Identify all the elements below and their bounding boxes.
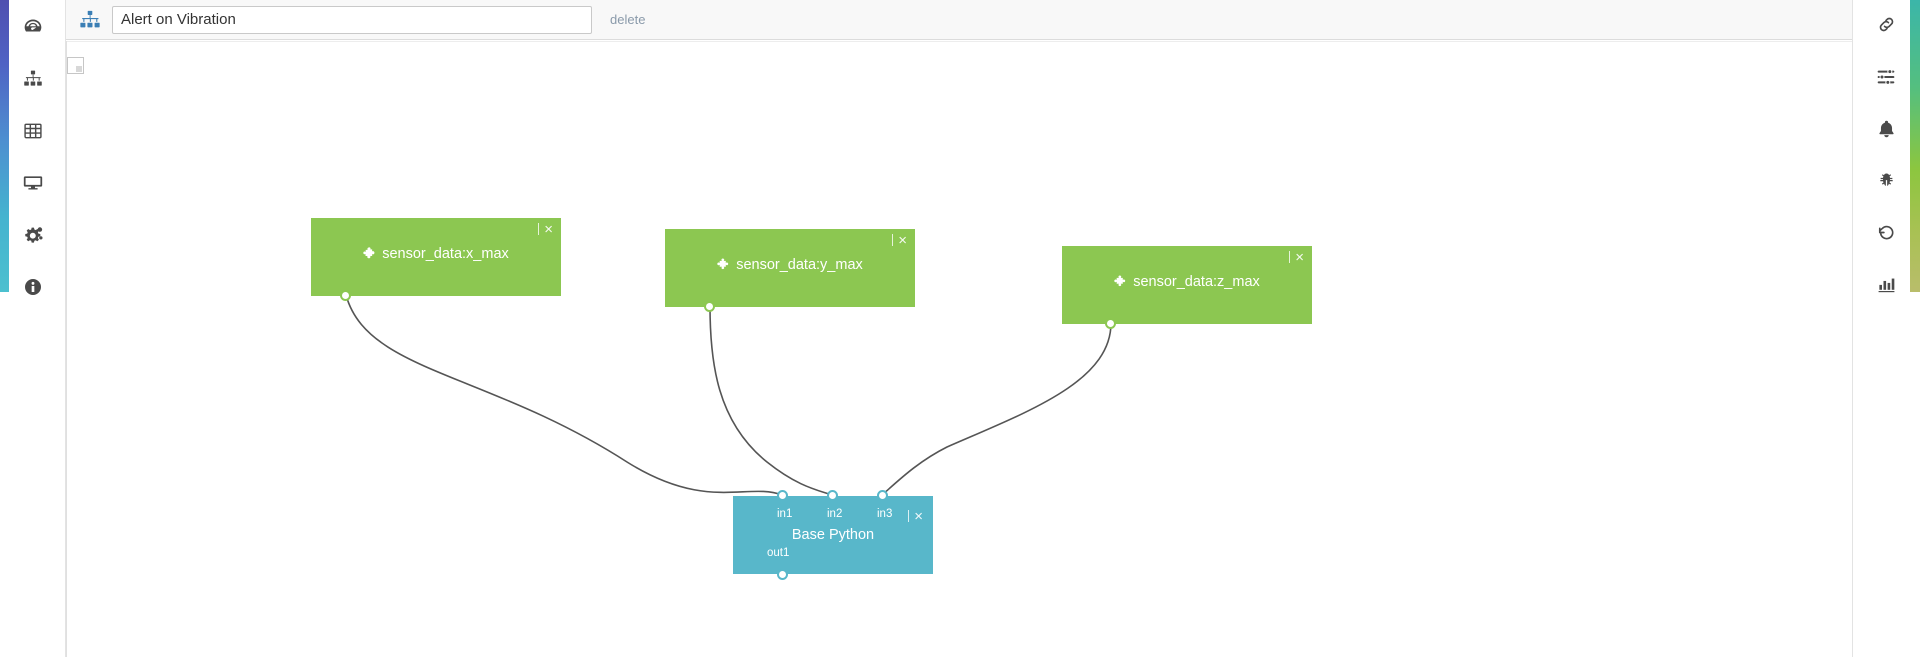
tool-item-connections[interactable] [1867, 8, 1905, 46]
tool-item-history[interactable] [1867, 216, 1905, 254]
flow-node-label: sensor_data:z_max [1133, 274, 1260, 290]
bell-alert-icon [1877, 119, 1896, 143]
flow-node-title: sensor_data:z_max [1062, 274, 1312, 292]
port-output-out1[interactable] [777, 569, 788, 580]
monitor-display-icon [23, 173, 43, 193]
port-output-x-max[interactable] [340, 290, 351, 301]
delete-flow-link[interactable]: delete [610, 12, 646, 27]
left-gradient-accent [0, 0, 9, 292]
port-label-in1: in1 [777, 508, 793, 520]
right-tool-rail [1852, 0, 1920, 657]
flow-node-sensor-z-max[interactable]: × sensor_data:z_max [1062, 246, 1312, 324]
canvas-top-divider [66, 41, 1852, 42]
port-input-in1[interactable] [777, 490, 788, 501]
port-input-in2[interactable] [827, 490, 838, 501]
sidebar-item-dashboard[interactable] [14, 8, 52, 46]
puzzle-piece-icon [363, 246, 377, 264]
edge-layer [345, 294, 1112, 496]
close-icon[interactable]: × [892, 233, 908, 248]
tool-item-debug[interactable] [1867, 164, 1905, 202]
close-icon[interactable]: × [538, 222, 554, 237]
sidebar-item-info[interactable] [14, 268, 52, 306]
flow-node-title: sensor_data:x_max [311, 246, 561, 264]
port-label-in3: in3 [877, 508, 893, 520]
edge-x-to-in1 [345, 294, 783, 496]
right-gradient-accent [1910, 0, 1920, 292]
left-navigation-rail [0, 0, 66, 657]
history-undo-icon [1877, 223, 1896, 247]
edge-y-to-in2 [709, 305, 833, 496]
table-grid-icon [23, 121, 43, 141]
sidebar-item-flows[interactable] [14, 60, 52, 98]
flow-canvas[interactable]: × sensor_data:x_max × [67, 42, 1852, 657]
flow-node-title: sensor_data:y_max [665, 257, 915, 275]
canvas-resize-handle[interactable] [67, 57, 84, 74]
flow-node-base-python[interactable]: × in1 in2 in3 Base Python out1 [733, 496, 933, 574]
tool-item-alerts[interactable] [1867, 112, 1905, 150]
puzzle-piece-icon [1114, 274, 1128, 292]
sliders-list-icon [1876, 67, 1896, 92]
sitemap-icon [23, 69, 43, 89]
sidebar-item-settings[interactable] [14, 216, 52, 254]
port-label-out1: out1 [767, 547, 790, 559]
port-label-in2: in2 [827, 508, 843, 520]
flow-node-label: Base Python [791, 527, 875, 543]
canvas-left-border [66, 41, 67, 657]
puzzle-piece-icon [717, 257, 731, 275]
flow-node-sensor-x-max[interactable]: × sensor_data:x_max [311, 218, 561, 296]
edge-z-to-in3 [881, 322, 1112, 496]
tool-item-properties[interactable] [1867, 60, 1905, 98]
port-output-z-max[interactable] [1105, 318, 1116, 329]
flow-node-title: Base Python [733, 527, 933, 543]
sidebar-item-tables[interactable] [14, 112, 52, 150]
gears-settings-icon [23, 225, 44, 246]
port-output-y-max[interactable] [704, 301, 715, 312]
bug-debug-icon [1877, 171, 1896, 195]
tool-item-metrics[interactable] [1867, 268, 1905, 306]
info-circle-icon [23, 277, 43, 297]
flow-node-label: sensor_data:x_max [382, 246, 509, 262]
sitemap-icon [76, 6, 104, 34]
close-icon[interactable]: × [908, 509, 924, 524]
link-chain-icon [1877, 15, 1896, 39]
bar-chart-icon [1877, 275, 1896, 299]
flow-toolbar: delete [66, 0, 1852, 40]
flow-name-input[interactable] [112, 5, 592, 34]
sidebar-item-displays[interactable] [14, 164, 52, 202]
dashboard-gauge-icon [23, 17, 43, 37]
flow-node-label: sensor_data:y_max [736, 257, 863, 273]
flow-node-sensor-y-max[interactable]: × sensor_data:y_max [665, 229, 915, 307]
port-input-in3[interactable] [877, 490, 888, 501]
flow-canvas-container[interactable]: × sensor_data:x_max × [66, 41, 1852, 657]
close-icon[interactable]: × [1289, 250, 1305, 265]
